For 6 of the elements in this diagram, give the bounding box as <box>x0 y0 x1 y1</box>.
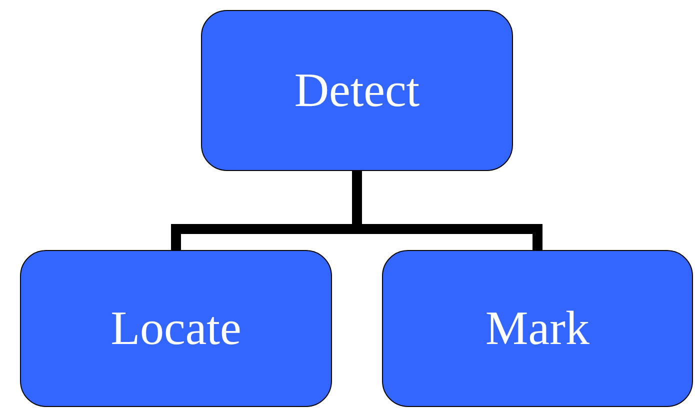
process-box <box>20 250 332 407</box>
process-box <box>382 250 693 407</box>
box-label: Mark <box>486 301 590 356</box>
box-label: Locate <box>110 301 242 356</box>
box-label: Detect <box>294 63 420 118</box>
process-box <box>201 10 513 171</box>
